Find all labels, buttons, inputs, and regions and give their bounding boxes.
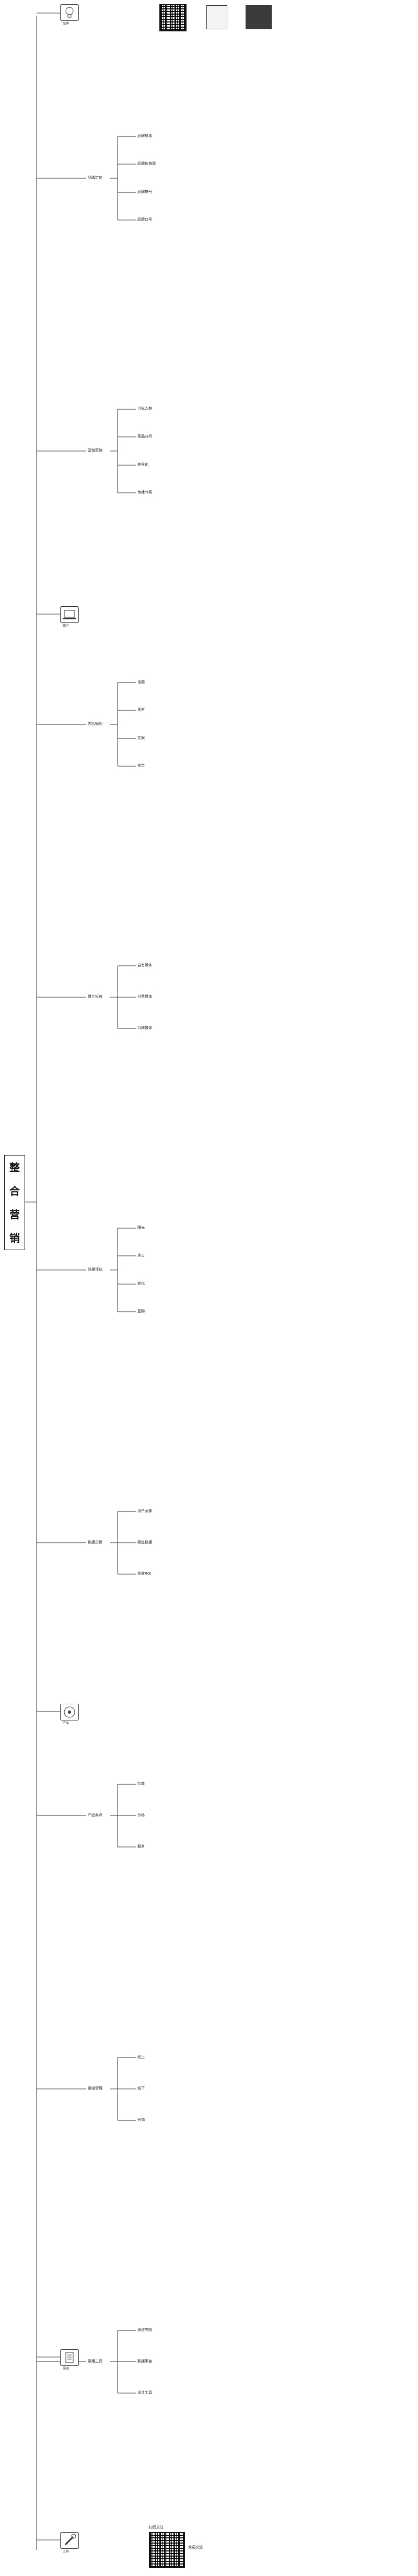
leaf-label: 用户画像 [137,1509,152,1513]
qr-caption: 扫码关注 [149,2525,164,2529]
leaf-label: 转化 [137,1281,145,1286]
branch-label: 品牌定位 [88,176,102,180]
leaf-label: 复购 [137,1309,145,1313]
title-char-1: 整 [9,1161,20,1174]
leaf-label: 曝光 [137,1226,145,1230]
document-icon [60,2349,79,2366]
laptop-icon [60,606,79,623]
leaf-label: 自有媒体 [137,963,152,967]
leaf-label: 渠道数据 [137,1540,152,1544]
leaf-label: 思维导图 [137,2328,152,2332]
leaf-label: 品牌价值观 [137,161,156,166]
book-cover-light [206,5,227,29]
qr-code-bottom [149,2532,185,2568]
section-caption-tools: 工具 [63,2550,69,2554]
section-caption-product: 产品 [63,1722,69,1725]
lightbulb-icon [60,4,79,21]
leaf-label: 品牌口号 [137,217,152,222]
title-char-4: 销 [9,1231,20,1244]
leaf-label: 价格 [137,1813,145,1817]
branch-label: 数据分析 [88,1540,102,1544]
branch-label: 常用工具 [88,2359,102,2363]
leaf-label: 品牌符号 [137,190,152,194]
title-char-3: 营 [9,1208,20,1221]
leaf-label: 线下 [137,2086,145,2090]
book-cover-dark [246,5,272,29]
branch-label: 产品卖点 [88,1813,102,1817]
branch-label: 媒介投放 [88,995,102,999]
leaf-label: 功能 [137,1782,145,1786]
branch-label: 渠道管理 [88,2086,102,2090]
central-title-box: 整 合 营 销 [4,1155,25,1250]
leaf-label: 话题 [137,680,145,684]
section-caption-media: 媒介 [63,624,69,628]
branch-label: 效果评估 [88,1267,102,1272]
leaf-label: 目标人群 [137,407,152,411]
leaf-label: 视觉 [137,764,145,768]
leaf-label: 分销 [137,2118,145,2122]
leaf-label: 线上 [137,2055,145,2059]
leaf-label: 差异化 [137,463,148,467]
footer-note: 欢迎交流 [188,2545,203,2549]
leaf-label: 付费媒体 [137,995,152,999]
section-caption-brand: 品牌 [63,22,69,26]
leaf-label: 素材 [137,708,145,712]
leaf-label: 传播节奏 [137,490,152,494]
leaf-label: 投放ROI [137,1572,152,1576]
leaf-label: 品牌故事 [137,134,152,138]
disc-icon [60,1704,79,1720]
branch-label: 内容规划 [88,722,102,726]
qr-code-top [159,4,187,31]
leaf-label: 设计工具 [137,2390,152,2395]
wrench-icon [60,2532,79,2549]
leaf-label: 服务 [137,1844,145,1849]
leaf-label: 口碑媒体 [137,1026,152,1030]
section-caption-channel: 渠道 [63,2367,69,2371]
leaf-label: 数据平台 [137,2359,152,2363]
leaf-label: 竞品分析 [137,434,152,438]
branch-label: 营销策略 [88,448,102,453]
title-char-2: 合 [9,1184,20,1197]
leaf-label: 文案 [137,736,145,740]
leaf-label: 点击 [137,1253,145,1257]
